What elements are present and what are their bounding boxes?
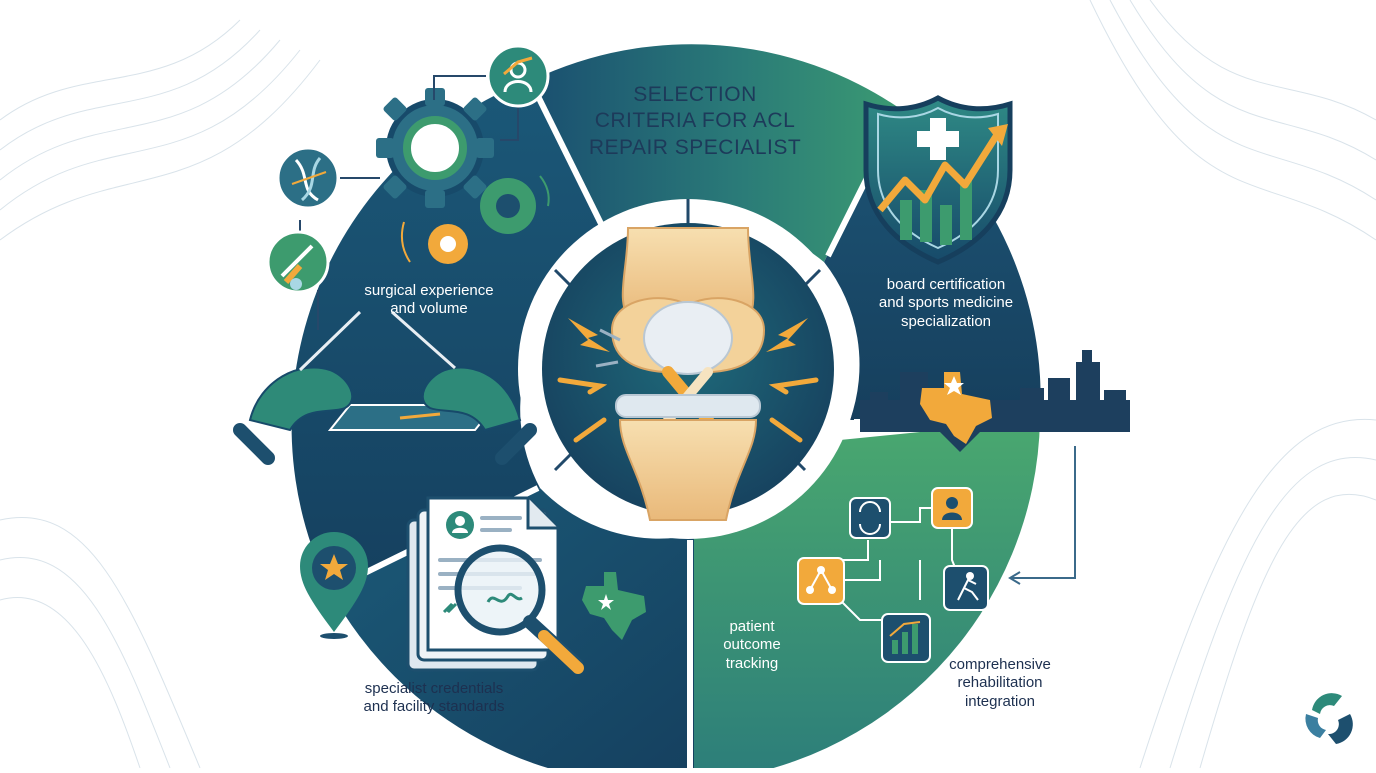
knee-joint-icon xyxy=(557,227,819,521)
label-rehab: comprehensive rehabilitation integration xyxy=(949,656,1051,710)
brand-logo-icon xyxy=(1305,693,1353,744)
label-surgical: surgical experience and volume xyxy=(364,282,494,318)
surgeon-growth-icon xyxy=(486,44,550,108)
gear-icon xyxy=(376,88,550,264)
title-line: CRITERIA FOR ACL xyxy=(594,109,796,133)
right-connector-arrow xyxy=(1008,446,1076,585)
surgical-tool-icon xyxy=(266,230,330,294)
ligament-icon xyxy=(276,146,340,210)
gloved-hands-scalpel-icon xyxy=(233,310,537,465)
title-line: REPAIR SPECIALIST xyxy=(588,135,802,159)
cycle-arrows-icon xyxy=(849,497,891,539)
segment-top xyxy=(532,44,901,263)
person-icon xyxy=(931,487,973,529)
shield-cross-chart-icon xyxy=(863,95,1013,265)
workflow-icons xyxy=(797,487,989,663)
city-skyline-icon xyxy=(860,350,1130,452)
bar-chart-growth-icon xyxy=(881,613,931,663)
texas-state-icon xyxy=(920,372,992,444)
title-line: SELECTION xyxy=(633,83,757,106)
runner-icon xyxy=(943,565,989,611)
segment-surgical xyxy=(291,80,618,590)
diagram-title: SELECTION CRITERIA FOR ACL REPAIR SPECIA… xyxy=(580,82,810,161)
label-outcome: patient outcome tracking xyxy=(723,618,781,672)
texas-state-icon-small xyxy=(582,572,646,640)
magnifier-icon xyxy=(454,544,584,674)
workflow-node-icon xyxy=(797,557,845,605)
location-star-pin-icon xyxy=(300,532,368,639)
label-credentials: specialist credentials and facility stan… xyxy=(363,680,505,716)
label-board: board certification and sports medicine … xyxy=(878,276,1014,330)
